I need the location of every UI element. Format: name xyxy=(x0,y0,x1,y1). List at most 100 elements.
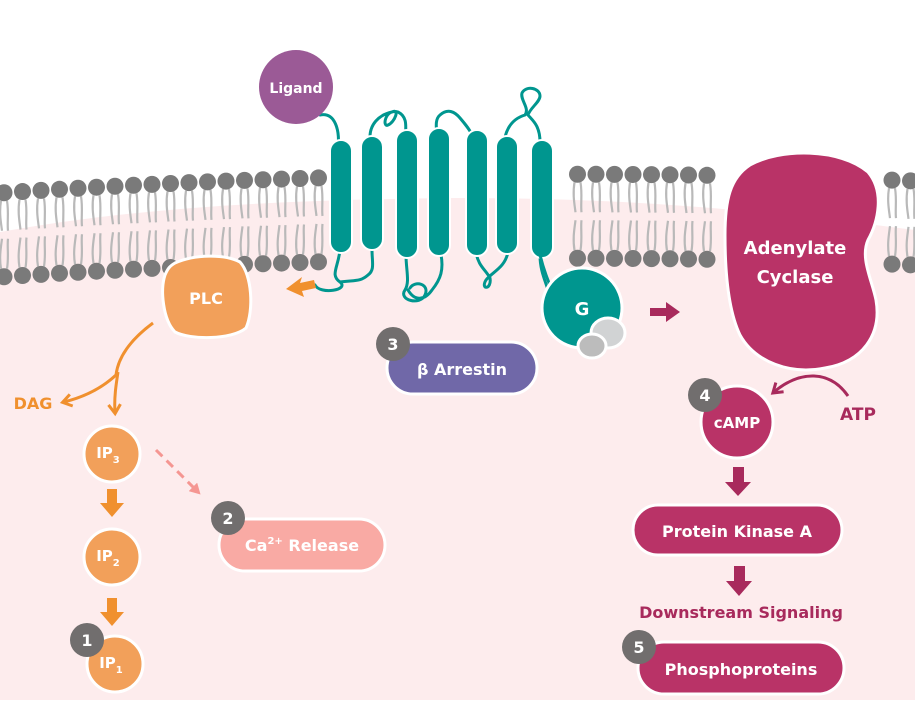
lipid-head xyxy=(606,249,623,267)
lipid-head xyxy=(698,166,716,184)
lipid-head xyxy=(14,267,31,285)
phosphoproteins-node[interactable] xyxy=(636,640,846,696)
lipid-head xyxy=(217,172,235,190)
helix-2 xyxy=(360,135,384,251)
lipid-tail xyxy=(283,186,287,218)
ip2-to-ip1-arrow xyxy=(100,598,124,626)
helix-1 xyxy=(329,139,353,254)
ca-release-node[interactable] xyxy=(217,517,387,573)
lipid-head xyxy=(902,172,915,190)
lipid-head xyxy=(698,250,716,268)
ligand-node[interactable] xyxy=(259,50,333,124)
lipid-tail xyxy=(61,235,65,266)
badge-number: 5 xyxy=(633,638,644,657)
ip3-label: IP3 xyxy=(96,444,120,466)
lipid-head xyxy=(125,176,142,194)
lipid-head xyxy=(902,256,915,274)
lipid-tail xyxy=(172,191,176,222)
lipid-head xyxy=(569,165,586,183)
lipid-tail xyxy=(227,188,232,220)
ip1-node[interactable] xyxy=(85,634,145,694)
ip2-node[interactable] xyxy=(82,527,142,587)
lipid-tail xyxy=(591,220,596,251)
lipid-head xyxy=(587,249,605,267)
lipid-tail xyxy=(597,182,602,213)
lipid-head xyxy=(32,265,50,283)
lipid-tail xyxy=(708,183,713,214)
lipid-tail xyxy=(184,228,189,259)
helix-7 xyxy=(530,139,554,259)
lipid-head xyxy=(88,262,105,280)
lipid-tail xyxy=(597,220,602,251)
lipid-head xyxy=(51,264,68,282)
lipid-tail xyxy=(54,235,59,266)
lipid-tail xyxy=(147,230,152,261)
lipid-tail xyxy=(634,182,639,213)
lipid-tail xyxy=(646,182,651,213)
lipid-head xyxy=(125,260,142,278)
lipid-tail xyxy=(301,224,306,255)
lipid-tail xyxy=(246,188,250,219)
lipid-head xyxy=(143,259,161,277)
lipid-tail xyxy=(634,220,639,251)
lipid-head xyxy=(661,250,679,268)
plc-node[interactable] xyxy=(161,254,253,340)
helix-4 xyxy=(427,127,451,257)
lipid-tail xyxy=(579,182,583,213)
lipid-tail xyxy=(320,185,324,217)
lipid-tail xyxy=(893,225,898,257)
arrestin-node[interactable] xyxy=(385,340,539,396)
lipid-head xyxy=(180,174,198,192)
lipid-tail xyxy=(98,195,102,226)
lipid-tail xyxy=(184,190,189,221)
lipid-tail xyxy=(98,233,102,264)
ca-release-label: Ca2+ Release xyxy=(245,536,359,555)
lipid-tail xyxy=(0,238,4,269)
lipid-tail xyxy=(609,220,614,251)
lipid-tail xyxy=(887,187,892,219)
lipid-tail xyxy=(905,226,910,258)
badge-circle xyxy=(622,630,656,664)
lipid-tail xyxy=(671,220,676,251)
lipid-tail xyxy=(702,221,707,252)
lipid-tail xyxy=(5,200,10,231)
pka-to-downstream-arrow xyxy=(726,566,752,596)
atp-to-camp-arrow xyxy=(770,374,850,397)
lipid-tail xyxy=(110,232,115,263)
plc-label: PLC xyxy=(189,289,223,308)
lipid-head xyxy=(273,254,290,272)
lipid-tail xyxy=(42,198,47,229)
lipid-tail xyxy=(24,199,28,230)
plc-to-dag-arrow xyxy=(59,321,154,408)
lipid-head xyxy=(254,255,272,273)
lipid-head xyxy=(143,175,161,193)
lipid-tail xyxy=(17,237,22,268)
lipid-head xyxy=(310,253,327,271)
lipid-tail xyxy=(221,188,226,220)
lipid-tail xyxy=(91,233,96,264)
lipid-tail xyxy=(246,226,250,257)
lipid-tail xyxy=(671,182,676,213)
lipid-tail xyxy=(5,238,10,269)
lipid-tail xyxy=(190,228,195,259)
lipid-tail xyxy=(36,198,41,229)
lipid-tail xyxy=(91,195,96,226)
lipid-tail xyxy=(153,230,158,261)
camp-to-pka-arrow xyxy=(725,467,751,496)
badge-circle xyxy=(688,378,722,412)
ip3-node[interactable] xyxy=(82,424,142,484)
helix-3 xyxy=(395,129,419,259)
lipid-head xyxy=(310,169,327,187)
lipid-tail xyxy=(313,223,318,255)
adenylate-cyclase-shape xyxy=(723,151,880,372)
lipid-tail xyxy=(887,225,892,257)
lipid-tail xyxy=(153,192,158,223)
lipid-head xyxy=(236,171,253,189)
phosphoproteins-label: Phosphoproteins xyxy=(665,660,818,679)
pka-node[interactable] xyxy=(631,503,844,557)
helix-6 xyxy=(495,135,519,255)
lipid-head xyxy=(606,165,623,183)
ip3-to-ip2-arrow xyxy=(100,489,124,517)
lipid-tail xyxy=(227,226,232,258)
lipid-tail xyxy=(239,188,244,219)
